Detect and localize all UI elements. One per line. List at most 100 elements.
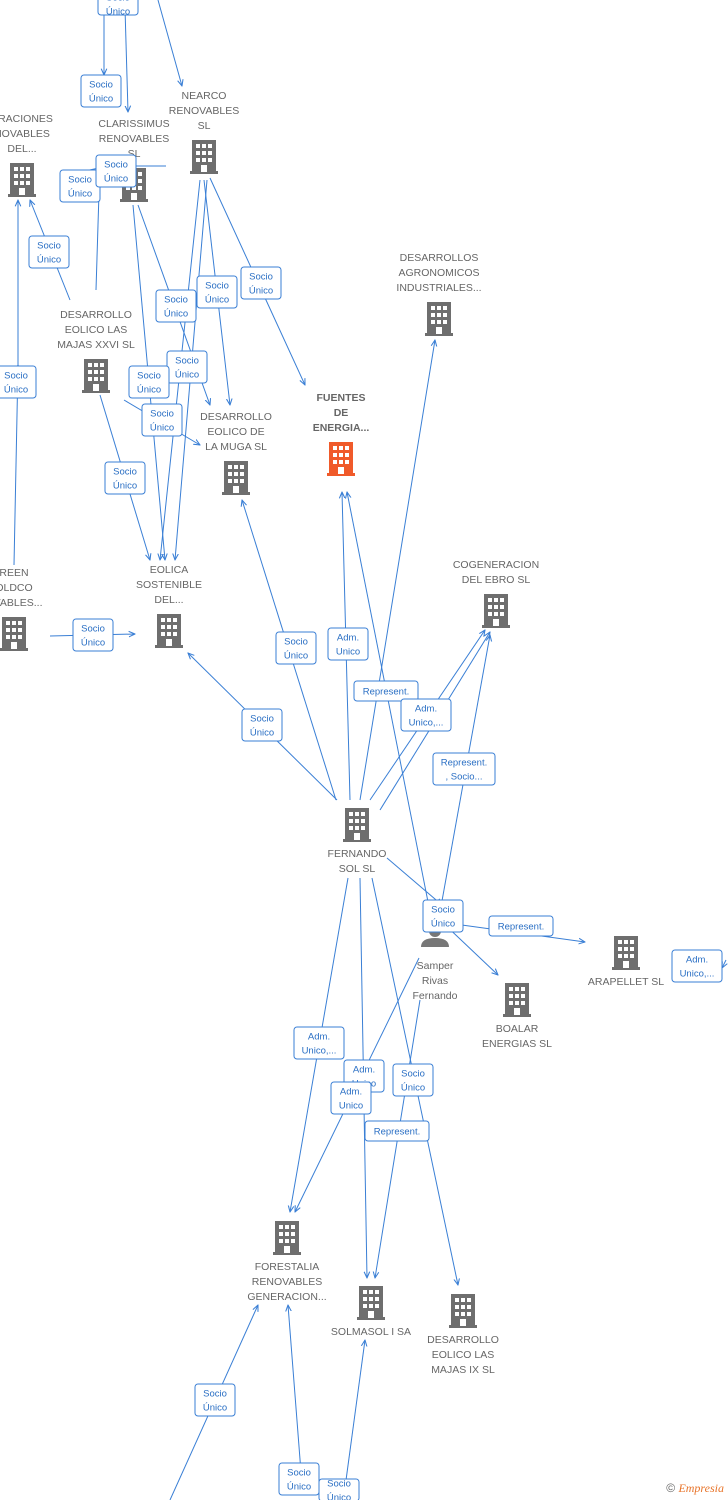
edge-label-text: , Socio...	[446, 772, 483, 783]
edge-label-text: Adm.	[686, 955, 708, 966]
edge-label-text: Socio	[327, 1479, 351, 1490]
node-label: RENOVABLES	[99, 133, 169, 145]
edge-label-text: Único	[203, 1403, 227, 1414]
edge-arrow	[288, 1305, 303, 1486]
building-icon	[503, 983, 531, 1017]
node-label: GENERACION...	[247, 1291, 326, 1303]
edge-label-text: Único	[327, 1493, 351, 1500]
node-fernando[interactable]: FERNANDO SOL SL	[328, 808, 387, 875]
edge-arrow	[386, 857, 442, 905]
edge-label-text: Único	[137, 385, 161, 396]
node-arapellet[interactable]: ARAPELLET SL	[588, 936, 664, 988]
edge-label: Represent., Socio...	[432, 752, 496, 786]
node-label: RENOVABLES	[252, 1276, 322, 1288]
edge-label-text: Socio	[106, 0, 130, 4]
building-icon	[0, 617, 28, 651]
edge-label: Represent.	[488, 915, 554, 937]
building-icon	[327, 442, 355, 476]
node-label: COGENERACION	[453, 559, 539, 571]
node-generaciones[interactable]: ERACIONESNOVABLESDEL...	[0, 113, 53, 197]
edge-arrow	[157, 0, 182, 86]
node-fuentes[interactable]: FUENTESDEENERGIA...	[313, 392, 370, 476]
node-label: FERNANDO	[328, 848, 387, 860]
node-label: CLARISSIMUS	[98, 118, 169, 130]
node-label: LA MUGA SL	[205, 441, 267, 453]
building-icon	[343, 808, 371, 842]
building-icon	[155, 614, 183, 648]
edge-label-text: Socio	[104, 160, 128, 171]
brand-logo: Empresia	[678, 1481, 724, 1495]
node-label: DESARROLLO	[427, 1334, 499, 1346]
edge-label-text: Único	[104, 174, 128, 185]
edge-arrow	[124, 7, 128, 112]
edge-label-text: Adm.	[337, 633, 359, 644]
node-label: MAJAS XXVI SL	[57, 339, 135, 351]
node-label: DESARROLLOS	[400, 252, 479, 264]
edge-label-text: Unico,...	[680, 969, 715, 980]
copyright-symbol: ©	[666, 1481, 676, 1495]
node-label: EOLICA	[150, 564, 189, 576]
edge-label: Adm.Unico,...	[400, 698, 452, 732]
edge-label-text: Socio	[150, 409, 174, 420]
edge-label: Adm.Unico	[330, 1081, 372, 1115]
node-eolica[interactable]: EOLICASOSTENIBLEDEL...	[136, 564, 202, 648]
edge-label-text: Adm.	[340, 1087, 362, 1098]
building-icon	[482, 594, 510, 628]
node-label: DE	[334, 407, 349, 419]
edge-label-text: Único	[205, 295, 229, 306]
node-label: Samper	[417, 960, 454, 972]
node-label: SOL SL	[339, 863, 376, 875]
node-forestalia[interactable]: FORESTALIARENOVABLESGENERACION...	[247, 1221, 327, 1303]
building-icon	[190, 140, 218, 174]
edge-label-text: Único	[175, 370, 199, 381]
edge-label-text: Socio	[203, 1389, 227, 1400]
edge-label-text: Único	[150, 423, 174, 434]
edge-label-text: Único	[249, 286, 273, 297]
node-label: DEL...	[7, 143, 36, 155]
edge-label-text: Único	[164, 309, 188, 320]
building-icon	[82, 359, 110, 393]
node-label: DEL...	[154, 594, 183, 606]
edge-label-text: Socio	[164, 295, 188, 306]
node-label: REEN	[0, 567, 29, 579]
node-label: Rivas	[422, 975, 448, 987]
node-solmasol[interactable]: SOLMASOL I SA	[331, 1286, 411, 1338]
edge-arrow	[343, 1340, 365, 1496]
edge-label-text: Socio	[81, 624, 105, 635]
node-label: MAJAS IX SL	[431, 1364, 495, 1376]
node-green[interactable]: REENOLDCOOVABLES...	[0, 567, 43, 651]
node-label: RENOVABLES	[169, 105, 239, 117]
edge-label-text: Único	[113, 481, 137, 492]
node-label: Fernando	[413, 990, 458, 1002]
node-label: INDUSTRIALES...	[396, 282, 481, 294]
edge-label-text: Socio	[205, 281, 229, 292]
edges	[13, 0, 726, 1500]
building-icon	[222, 461, 250, 495]
edge-label-text: Adm.	[308, 1032, 330, 1043]
edge-label-text: Socio	[4, 371, 28, 382]
node-agronomicos[interactable]: DESARROLLOSAGRONOMICOSINDUSTRIALES...	[396, 252, 482, 336]
node-label: ERACIONES	[0, 113, 53, 125]
node-label: DESARROLLO	[200, 411, 272, 423]
edge-label-text: Único	[106, 7, 130, 18]
edge-arrow	[359, 340, 435, 801]
edge-label-text: Adm.	[353, 1065, 375, 1076]
